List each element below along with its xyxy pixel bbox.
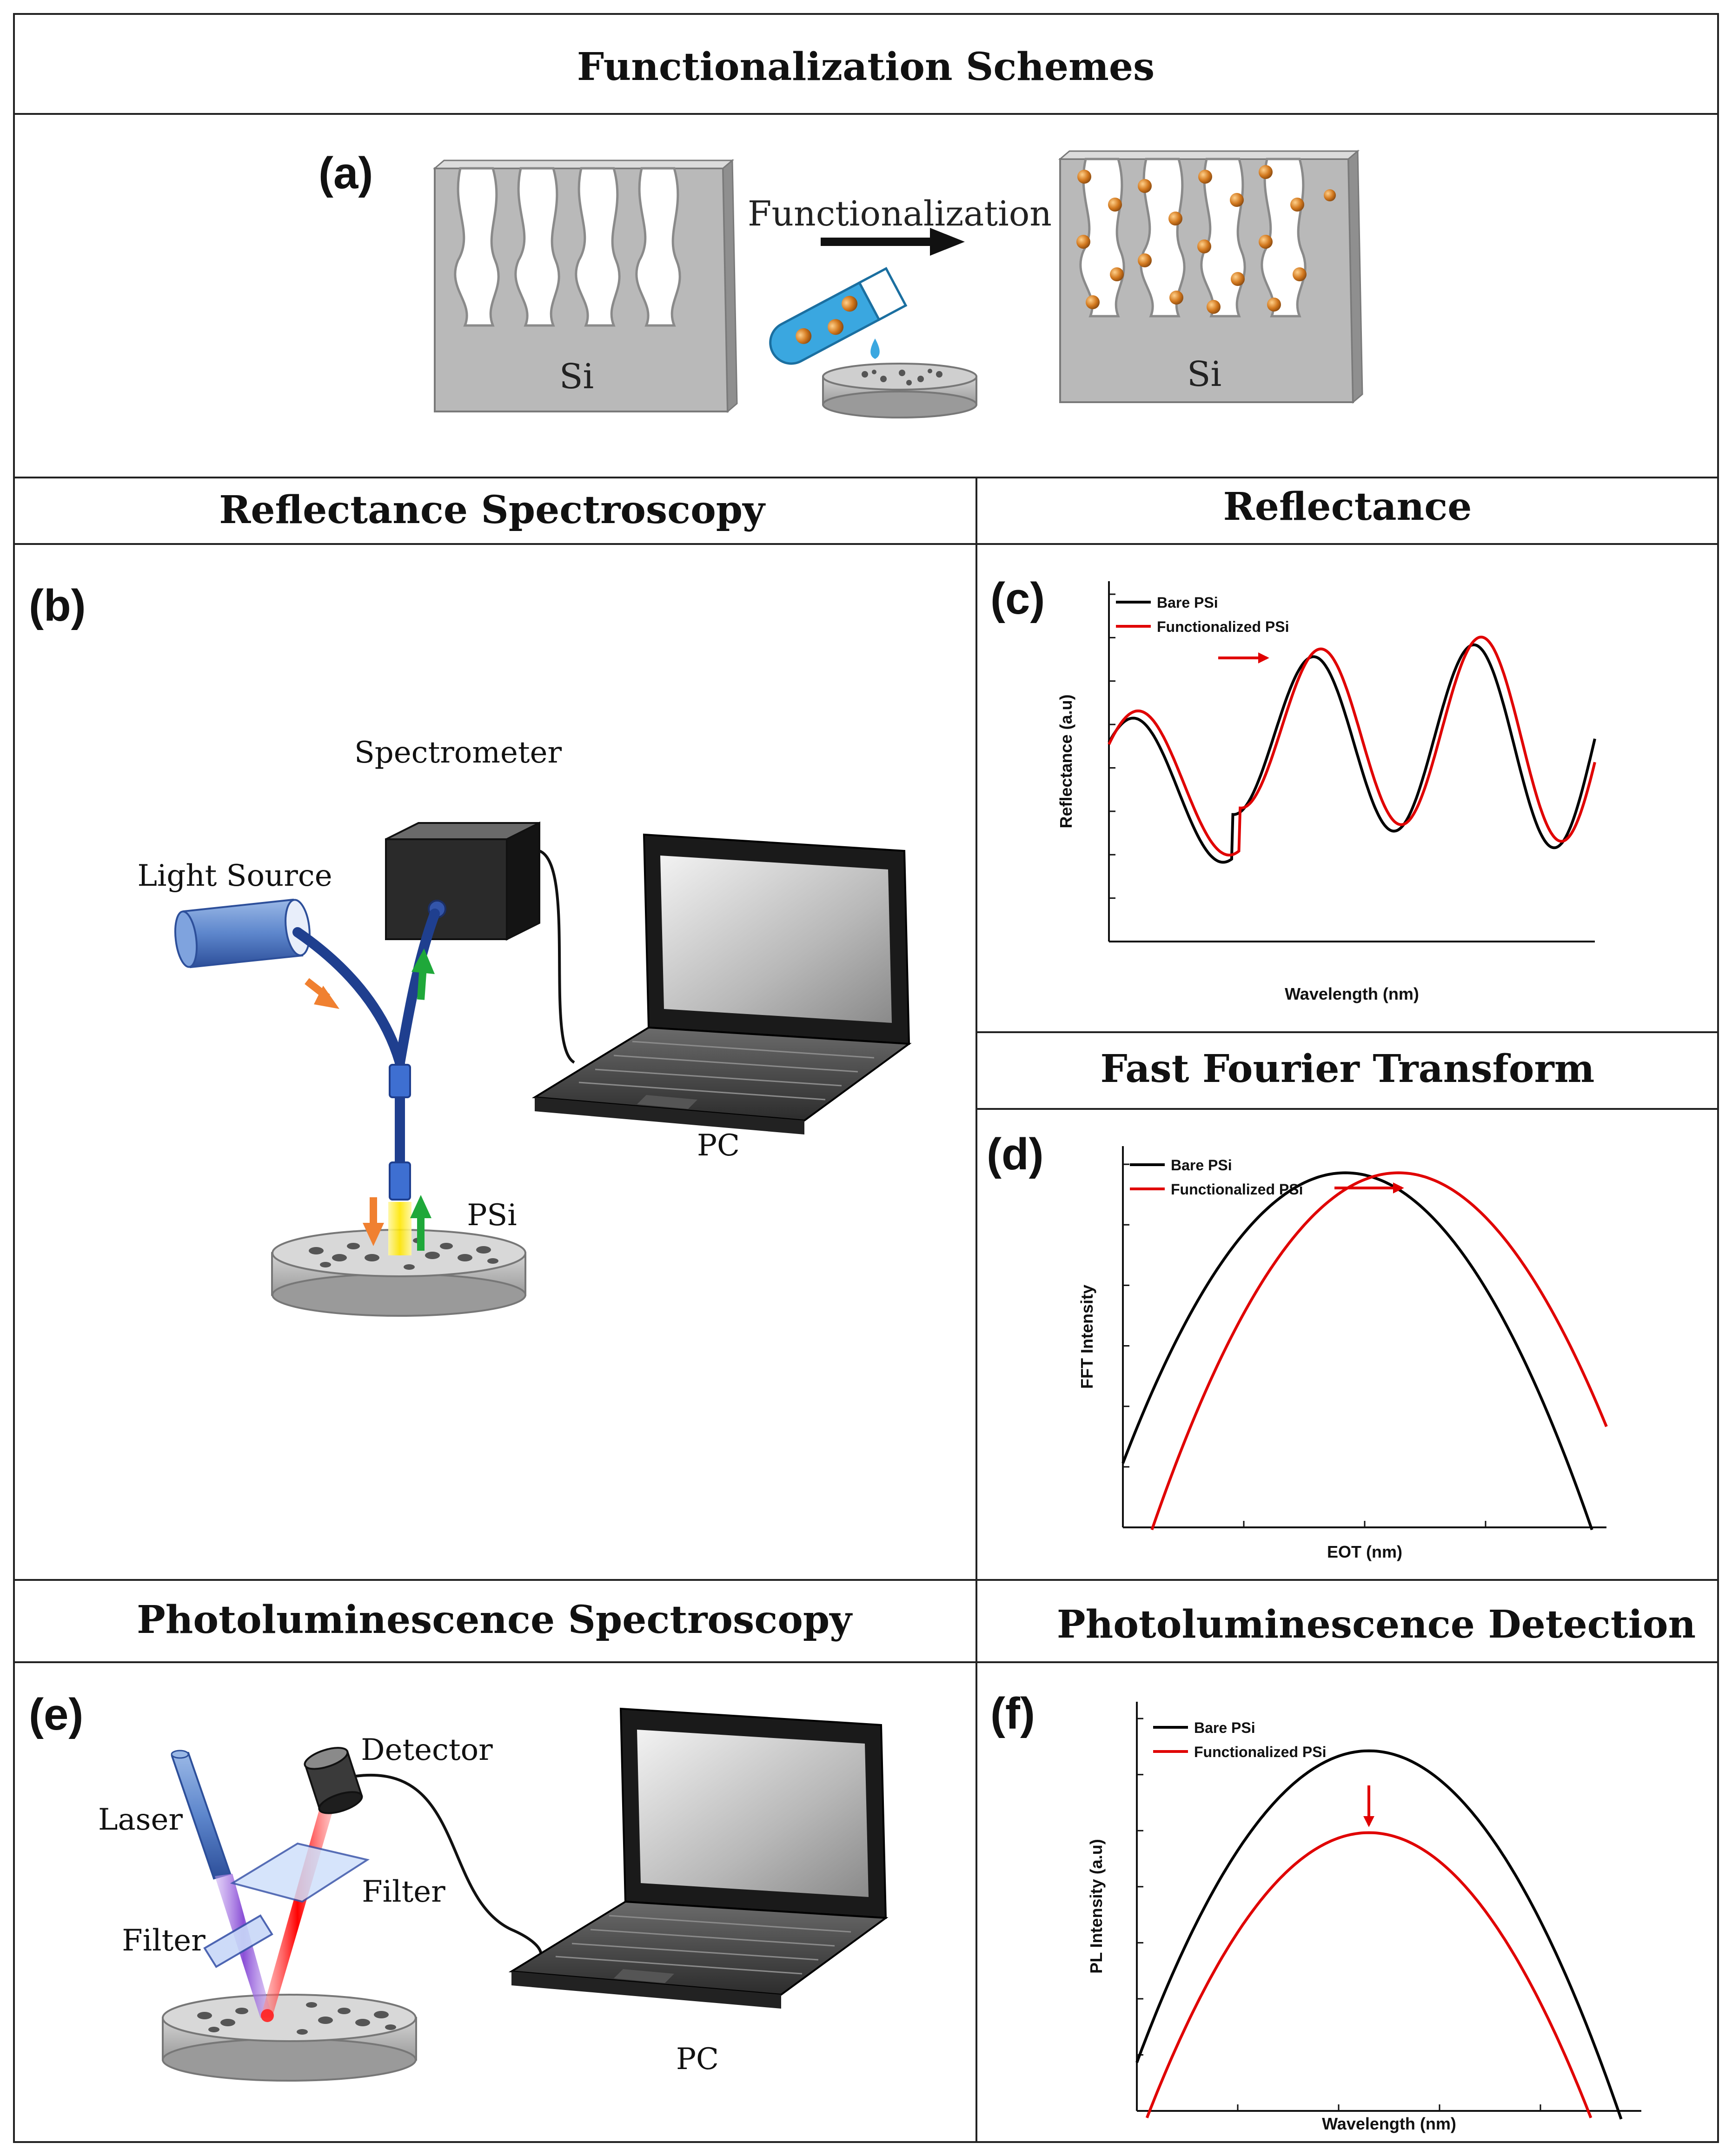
detector-label: Detector xyxy=(361,1733,493,1767)
table-grid xyxy=(13,13,1719,2143)
header-fft: Fast Fourier Transform xyxy=(1101,1047,1595,1091)
chart-fft: EOT (nm) FFT Intensity Bare PSiFunctionali… xyxy=(1077,1146,1608,1561)
panel-d-label: (d) xyxy=(987,1129,1044,1179)
functionalization-arrow xyxy=(821,228,965,256)
panel-a-label: (a) xyxy=(319,148,373,198)
sample-dish-icon xyxy=(822,363,977,418)
header-pl-spectroscopy: Photoluminescence Spectroscopy xyxy=(137,1598,853,1642)
legend-label: Functionalized PSi xyxy=(1157,618,1289,635)
emission-beam xyxy=(260,1804,335,2018)
laser-label: Laser xyxy=(98,1803,183,1837)
porous-si-bare: Si xyxy=(432,159,738,413)
laptop-icon-e xyxy=(508,1707,889,2009)
green-arrow-up-icon xyxy=(410,1195,431,1251)
y-axis-label: FFT Intensity xyxy=(1077,1285,1096,1389)
si-label-right: Si xyxy=(1187,354,1221,394)
orange-arrow-down-icon xyxy=(363,1197,384,1246)
series-line-bare xyxy=(1135,1749,1623,2120)
series-line-bare xyxy=(1108,643,1596,864)
light-source-label: Light Source xyxy=(137,859,332,893)
header-pl-detection: Photoluminescence Detection xyxy=(1057,1602,1696,1647)
panel-f-label: (f) xyxy=(990,1689,1035,1738)
spectrometer-icon xyxy=(385,821,540,941)
pc-label-e: PC xyxy=(676,2042,719,2076)
series-line-functionalized xyxy=(1150,1171,1608,1531)
si-label-left: Si xyxy=(559,357,594,397)
cable-e xyxy=(355,1773,543,1968)
porous-si-functionalized: Si xyxy=(1058,149,1363,404)
filter-label-bottom: Filter xyxy=(122,1924,206,1958)
functionalization-arrow-label: Functionalization xyxy=(748,194,1052,234)
psi-label: PSi xyxy=(467,1198,517,1233)
panel-b-label: (b) xyxy=(29,581,86,630)
panel-e-label: (e) xyxy=(29,1690,83,1739)
chart-pl: Wavelength (nm) PL Intensity (a.u) Bare PS… xyxy=(1087,1702,1641,2133)
y-axis-label: Reflectance (a.u) xyxy=(1056,694,1075,828)
x-axis-label: EOT (nm) xyxy=(1327,1542,1402,1561)
functional-molecules xyxy=(1076,165,1336,314)
legend-label: Bare PSi xyxy=(1194,1719,1255,1736)
header-functionalization: Functionalization Schemes xyxy=(577,45,1155,89)
series-line-functionalized xyxy=(1108,636,1596,857)
x-axis-label: Wavelength (nm) xyxy=(1285,984,1419,1003)
panel-a: (a) Si Functionalization xyxy=(319,148,1363,418)
fiber-optic-cable xyxy=(292,909,440,1181)
header-reflectance-spectroscopy: Reflectance Spectroscopy xyxy=(219,488,766,532)
laptop-icon-b xyxy=(531,833,912,1134)
series-line-functionalized xyxy=(1145,1831,1593,2118)
legend-label: Functionalized PSi xyxy=(1171,1181,1303,1198)
panel-c-label: (c) xyxy=(990,574,1045,624)
light-beam xyxy=(388,1202,411,1255)
header-reflectance: Reflectance xyxy=(1223,484,1472,529)
filter-top-icon xyxy=(230,1842,370,1903)
filter-label-top: Filter xyxy=(362,1875,445,1909)
y-axis-label: PL Intensity (a.u) xyxy=(1087,1839,1106,1973)
test-tube-icon xyxy=(769,267,908,365)
cable-b xyxy=(538,849,575,1064)
panel-b: (b) Spectrometer Light Source PSi PC xyxy=(29,581,912,1317)
filter-bottom-icon xyxy=(203,1914,273,1968)
legend-label: Functionalized PSi xyxy=(1194,1744,1326,1760)
legend-label: Bare PSi xyxy=(1171,1157,1232,1174)
pc-label-b: PC xyxy=(697,1128,740,1163)
panel-e: (e) Detector Laser Filter Filter PC xyxy=(29,1690,889,2082)
x-axis-label: Wavelength (nm) xyxy=(1322,2114,1456,2133)
chart-reflectance: Wavelength (nm) Reflectance (a.u) Bare PSi… xyxy=(1056,581,1596,1003)
orange-arrow-icon xyxy=(305,978,339,1009)
series-line-bare xyxy=(1121,1171,1593,1531)
green-arrow-icon xyxy=(411,949,435,1000)
light-source-icon xyxy=(174,898,311,969)
psi-sample-icon-e xyxy=(162,1994,417,2082)
laser-icon xyxy=(171,1750,232,1880)
spectrometer-label: Spectrometer xyxy=(354,736,562,770)
detector-icon xyxy=(304,1747,363,1814)
legend-label: Bare PSi xyxy=(1157,594,1218,611)
